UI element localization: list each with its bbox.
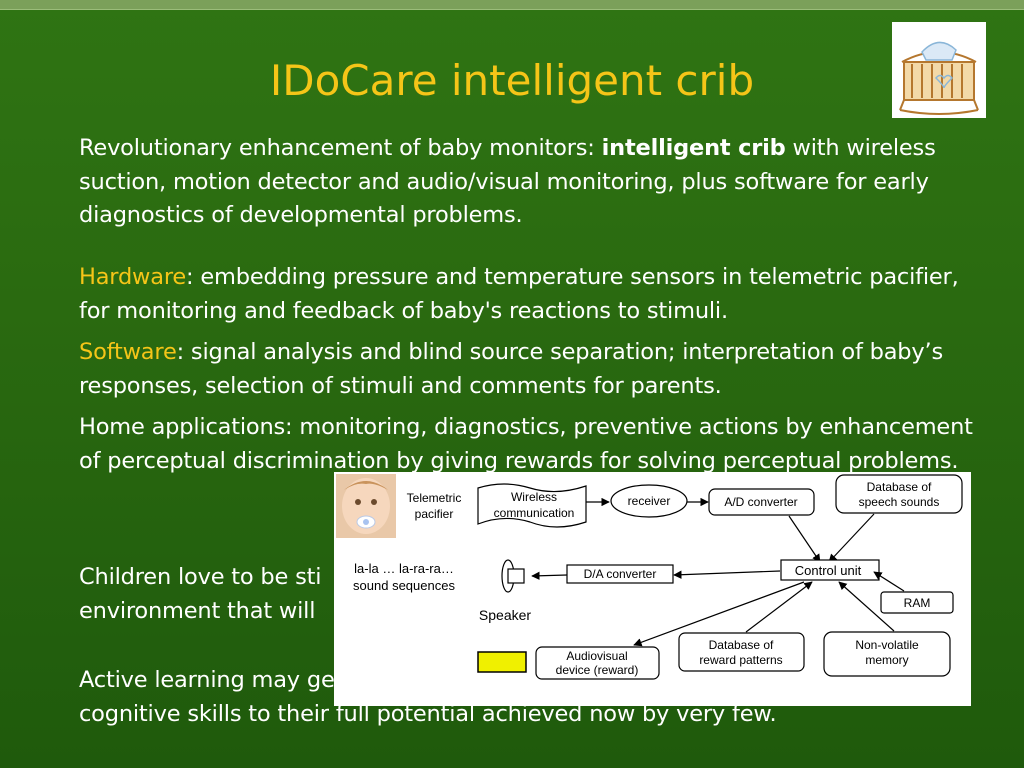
active-learning-line1: Active learning may ge <box>79 667 335 693</box>
reward-database-label-1: Database of <box>709 638 774 652</box>
reward-database-box <box>678 632 805 672</box>
non-volatile-memory-box <box>823 631 951 677</box>
wireless-communication-box <box>477 483 587 528</box>
speaker-icon <box>501 559 525 593</box>
children-paragraph-line2: environment that will <box>79 598 316 624</box>
children-paragraph-line1: Children love to be sti <box>79 564 322 590</box>
pacifier-label-1: Telemetric <box>407 491 462 505</box>
ad-converter-label: A/D converter <box>724 495 797 509</box>
speech-database-box <box>835 474 963 514</box>
crib-illustration <box>892 22 986 118</box>
software-paragraph: Software: signal analysis and blind sour… <box>79 336 984 403</box>
top-accent-bar <box>0 0 1024 9</box>
hardware-text: : embedding pressure and temperature sen… <box>79 264 959 324</box>
system-diagram: Telemetric pacifier Wireless communicati… <box>334 472 971 706</box>
wireless-label-1: Wireless <box>511 490 557 504</box>
software-text: : signal analysis and blind source separ… <box>79 339 943 399</box>
speech-database-label-1: Database of <box>867 480 932 494</box>
top-accent-line <box>0 9 1024 10</box>
home-applications-paragraph: Home applications: monitoring, diagnosti… <box>79 414 973 474</box>
slide-title: IDoCare intelligent crib <box>269 56 755 105</box>
non-volatile-label-1: Non-volatile <box>855 638 919 652</box>
sound-sequences-label-2: sound sequences <box>353 578 455 593</box>
baby-photo <box>336 474 396 538</box>
pacifier-label-2: pacifier <box>415 507 454 521</box>
wireless-label-2: communication <box>494 506 575 520</box>
hardware-label: Hardware <box>79 264 187 290</box>
da-converter-box <box>566 564 674 584</box>
ad-converter-box <box>708 488 815 516</box>
da-converter-label: D/A converter <box>584 567 657 581</box>
intro-paragraph: Revolutionary enhancement of baby monito… <box>79 132 984 233</box>
control-unit-box <box>780 559 880 581</box>
receiver-label: receiver <box>628 494 671 508</box>
ram-box <box>880 591 954 614</box>
software-label: Software <box>79 339 177 365</box>
sound-sequences-label-1: la-la … la-ra-ra… <box>354 561 454 576</box>
audiovisual-device-box <box>535 646 660 680</box>
speech-database-label-2: speech sounds <box>859 495 940 509</box>
reward-device-indicator <box>477 651 527 673</box>
control-unit-label: Control unit <box>795 563 862 578</box>
non-volatile-label-2: memory <box>865 653 908 667</box>
reward-database-label-2: reward patterns <box>699 653 782 667</box>
ram-label: RAM <box>904 596 931 610</box>
audiovisual-label-1: Audiovisual <box>566 649 627 663</box>
intro-bold-term: intelligent crib <box>601 135 786 161</box>
intro-text-end: with wireless suction, motion detector a… <box>79 135 936 228</box>
receiver-node <box>610 484 688 518</box>
audiovisual-label-2: device (reward) <box>556 663 639 677</box>
speaker-label: Speaker <box>479 607 531 623</box>
hardware-paragraph: Hardware: embedding pressure and tempera… <box>79 261 984 328</box>
intro-text-start: Revolutionary enhancement of baby monito… <box>79 135 602 161</box>
